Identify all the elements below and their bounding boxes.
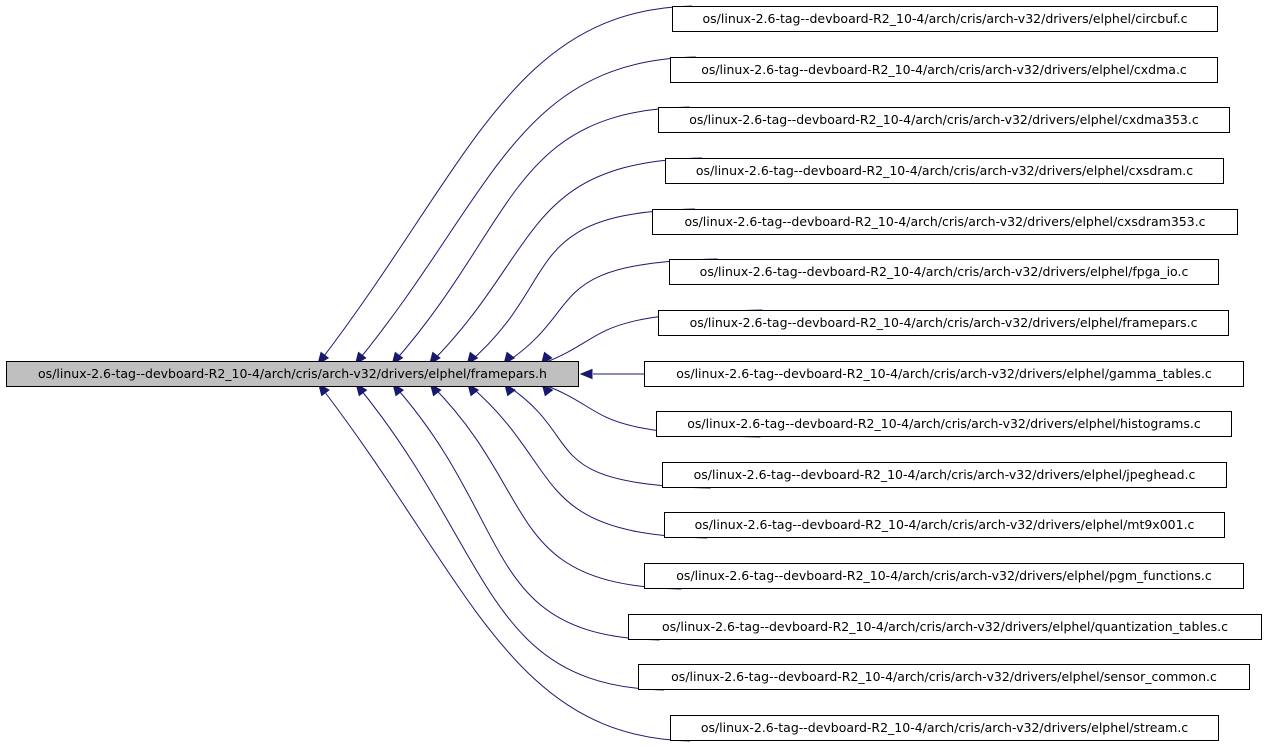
edge-9 (504, 383, 711, 489)
edge-arrowhead-7 (579, 368, 593, 380)
node-quantization-tables-c[interactable]: os/linux-2.6-tag--devboard-R2_10-4/arch/… (628, 614, 1262, 640)
edge-4 (466, 208, 695, 365)
node-histograms-c[interactable]: os/linux-2.6-tag--devboard-R2_10-4/arch/… (656, 411, 1232, 437)
edge-2 (391, 106, 690, 365)
node-label: os/linux-2.6-tag--devboard-R2_10-4/arch/… (689, 112, 1199, 127)
node-label: os/linux-2.6-tag--devboard-R2_10-4/arch/… (689, 315, 1198, 330)
node-gamma-tables-c[interactable]: os/linux-2.6-tag--devboard-R2_10-4/arch/… (644, 361, 1244, 387)
node-label: os/linux-2.6-tag--devboard-R2_10-4/arch/… (701, 62, 1187, 77)
node-circbuf-c[interactable]: os/linux-2.6-tag--devboard-R2_10-4/arch/… (672, 6, 1218, 32)
edge-0 (317, 5, 693, 365)
root-node-framepars-h: os/linux-2.6-tag--devboard-R2_10-4/arch/… (6, 361, 579, 387)
node-sensor-common-c[interactable]: os/linux-2.6-tag--devboard-R2_10-4/arch/… (638, 664, 1250, 690)
node-label: os/linux-2.6-tag--devboard-R2_10-4/arch/… (684, 214, 1206, 229)
edge-12 (392, 383, 660, 641)
edge-3 (429, 157, 703, 365)
node-label: os/linux-2.6-tag--devboard-R2_10-4/arch/… (693, 467, 1196, 482)
edge-14 (318, 383, 691, 742)
node-cxdma-c[interactable]: os/linux-2.6-tag--devboard-R2_10-4/arch/… (670, 57, 1218, 83)
edge-1 (355, 56, 696, 365)
node-stream-c[interactable]: os/linux-2.6-tag--devboard-R2_10-4/arch/… (670, 715, 1219, 741)
node-mt9x001-c[interactable]: os/linux-2.6-tag--devboard-R2_10-4/arch/… (664, 512, 1225, 538)
node-cxsdram-c[interactable]: os/linux-2.6-tag--devboard-R2_10-4/arch/… (665, 158, 1224, 184)
node-cxsdram353-c[interactable]: os/linux-2.6-tag--devboard-R2_10-4/arch/… (652, 209, 1238, 235)
edge-5 (503, 258, 718, 365)
node-label: os/linux-2.6-tag--devboard-R2_10-4/arch/… (671, 669, 1217, 684)
node-label: os/linux-2.6-tag--devboard-R2_10-4/arch/… (700, 720, 1189, 735)
node-fpga-io-c[interactable]: os/linux-2.6-tag--devboard-R2_10-4/arch/… (669, 259, 1219, 285)
node-label: os/linux-2.6-tag--devboard-R2_10-4/arch/… (694, 517, 1195, 532)
node-framepars-c[interactable]: os/linux-2.6-tag--devboard-R2_10-4/arch/… (658, 310, 1229, 336)
node-label: os/linux-2.6-tag--devboard-R2_10-4/arch/… (676, 568, 1212, 583)
node-label: os/linux-2.6-tag--devboard-R2_10-4/arch/… (699, 264, 1189, 279)
edge-10 (467, 383, 707, 539)
edge-11 (430, 383, 682, 590)
node-jpeghead-c[interactable]: os/linux-2.6-tag--devboard-R2_10-4/arch/… (662, 462, 1227, 488)
node-label: os/linux-2.6-tag--devboard-R2_10-4/arch/… (702, 11, 1188, 26)
root-node-label: os/linux-2.6-tag--devboard-R2_10-4/arch/… (38, 366, 547, 381)
node-label: os/linux-2.6-tag--devboard-R2_10-4/arch/… (687, 416, 1201, 431)
edge-13 (355, 383, 664, 691)
node-label: os/linux-2.6-tag--devboard-R2_10-4/arch/… (695, 163, 1194, 178)
node-cxdma353-c[interactable]: os/linux-2.6-tag--devboard-R2_10-4/arch/… (658, 107, 1230, 133)
node-label: os/linux-2.6-tag--devboard-R2_10-4/arch/… (676, 366, 1212, 381)
node-label: os/linux-2.6-tag--devboard-R2_10-4/arch/… (662, 619, 1228, 634)
node-pgm-functions-c[interactable]: os/linux-2.6-tag--devboard-R2_10-4/arch/… (644, 563, 1244, 589)
